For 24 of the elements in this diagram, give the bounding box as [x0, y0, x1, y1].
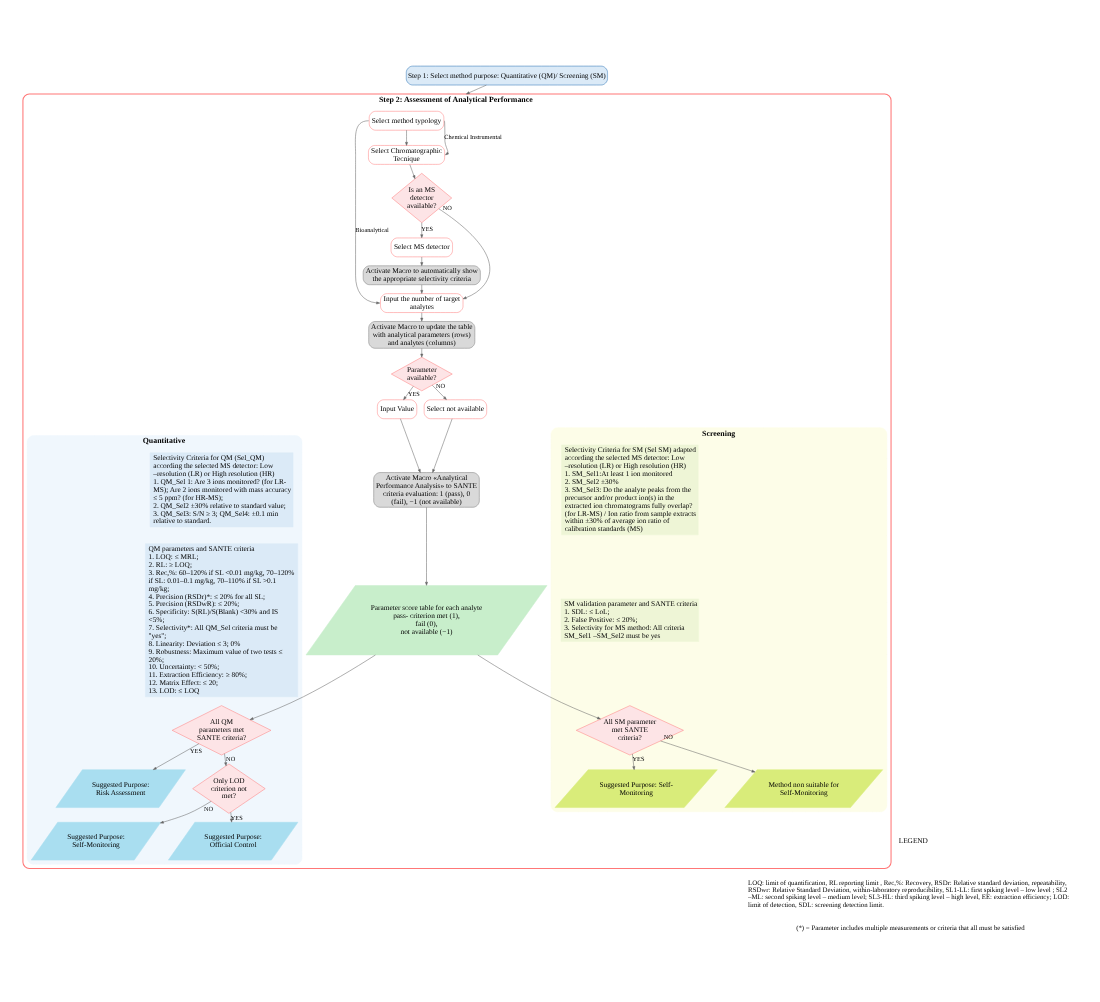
arrow — [409, 163, 416, 178]
arrow — [420, 221, 424, 238]
arrow — [405, 128, 408, 145]
arrow — [432, 417, 453, 472]
arrow — [438, 207, 491, 299]
arrow — [420, 311, 424, 321]
arrow — [425, 506, 428, 585]
arrow — [249, 653, 376, 719]
arrow — [160, 800, 212, 823]
arrow — [632, 752, 636, 769]
arrow — [355, 119, 380, 304]
arrow — [477, 653, 601, 719]
arrow — [660, 739, 756, 772]
arrow — [224, 752, 227, 766]
arrow — [400, 417, 421, 472]
arrow — [444, 119, 449, 155]
arrow — [420, 347, 424, 357]
arrow — [466, 83, 487, 94]
arrow — [420, 255, 424, 265]
arrow — [431, 383, 447, 399]
arrow — [230, 810, 233, 822]
arrow — [403, 385, 414, 399]
arrow — [420, 283, 424, 293]
arrow — [152, 742, 200, 769]
